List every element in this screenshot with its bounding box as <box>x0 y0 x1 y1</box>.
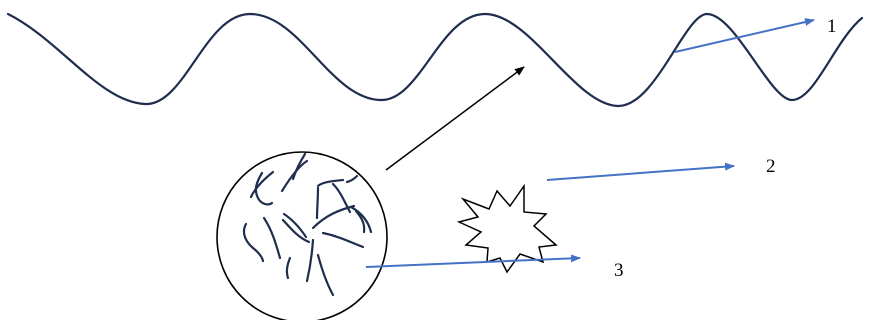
label-2: 2 <box>766 156 776 177</box>
starburst-icon <box>456 183 558 274</box>
arrow-to-1 <box>674 18 815 53</box>
fiber-sample <box>216 151 388 320</box>
sample-circle <box>216 151 388 320</box>
arrow-to-2 <box>546 162 735 181</box>
fiber-strands <box>242 152 373 297</box>
label-3: 3 <box>614 260 624 281</box>
label-1: 1 <box>827 16 837 37</box>
arrow-to-3 <box>365 254 581 268</box>
black-arrow <box>385 66 525 171</box>
sine-wave <box>6 12 864 108</box>
